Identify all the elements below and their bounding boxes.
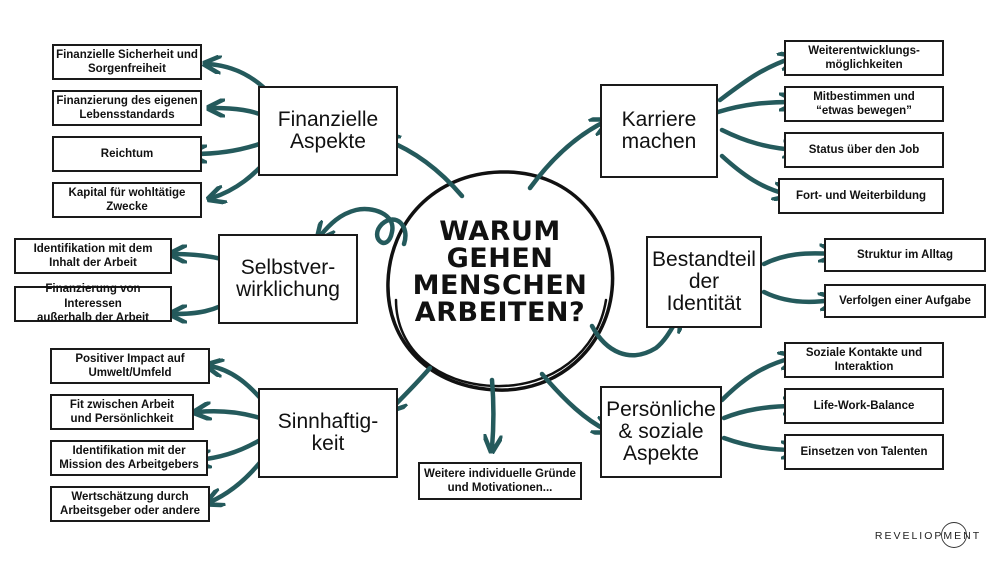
arrow-sinn-h4 — [210, 457, 265, 502]
item-verfolgen-aufgabe: Verfolgen einer Aufgabe — [824, 284, 986, 318]
item-s2-text: Finanzierung von Interessen außerhalb de… — [36, 283, 150, 325]
item-fort-weiterbildung: Fort- und Weiterbildung — [778, 178, 944, 214]
arrow-sinn-h2 — [198, 411, 263, 418]
item-identifikation-mission: Identifikation mit der Mission des Arbei… — [50, 440, 208, 476]
item-soziale-kontakte: Soziale Kontakte und Interaktion — [784, 342, 944, 378]
category-selbstverwirklichung: Selbstver- wirklichung — [218, 234, 358, 324]
category-finanzielle-label: Finanzielle Aspekte — [277, 107, 379, 153]
item-einsetzen-talente: Einsetzen von Talenten — [784, 434, 944, 470]
arrow-pers-p1 — [719, 358, 792, 403]
center-question: WARUM GEHEN MENSCHEN ARBEITEN? — [400, 218, 600, 326]
item-life-work-balance: Life-Work-Balance — [784, 388, 944, 424]
item-p2-text: Life-Work-Balance — [813, 399, 915, 412]
category-persoenlich-label: Persönliche & soziale Aspekte — [606, 397, 716, 466]
category-karriere-machen: Karriere machen — [600, 84, 718, 178]
item-h4-text: Wertschätzung durch Arbeitsgeber oder an… — [60, 490, 200, 517]
arrow-center-weitere — [492, 377, 494, 448]
arrow-center-selbst — [320, 206, 408, 247]
item-kapital-wohltaetige-zwecke: Kapital für wohltätige Zwecke — [52, 182, 202, 218]
item-f3-text: Reichtum — [100, 147, 154, 160]
category-persoenliche-soziale-aspekte: Persönliche & soziale Aspekte — [600, 386, 722, 478]
item-k2-text: Mitbestimmen und “etwas bewegen” — [813, 90, 915, 117]
item-f4-text: Kapital für wohltätige Zwecke — [68, 186, 186, 213]
item-p3-text: Einsetzen von Talenten — [800, 445, 928, 458]
item-finanzierung-lebensstandard: Finanzierung des eigenen Lebensstandards — [52, 90, 202, 126]
item-fit-arbeit-persoenlichkeit: Fit zwischen Arbeit und Persönlichkeit — [50, 394, 194, 430]
item-weiterentwicklung: Weiterentwicklungs- möglichkeiten — [784, 40, 944, 76]
logo-text: REVELIOPMENT — [875, 530, 981, 542]
center-circle — [386, 170, 615, 392]
item-identifikation-inhalt: Identifikation mit dem Inhalt der Arbeit — [14, 238, 172, 274]
item-finanzielle-sicherheit: Finanzielle Sicherheit und Sorgenfreihei… — [52, 44, 202, 80]
category-karriere-label: Karriere machen — [621, 107, 697, 153]
center-question-text: WARUM GEHEN MENSCHEN ARBEITEN? — [412, 216, 588, 328]
item-h1-text: Positiver Impact auf Umwelt/Umfeld — [75, 352, 185, 379]
item-mitbestimmen: Mitbestimmen und “etwas bewegen” — [784, 86, 944, 122]
arrow-center-persoenlich — [539, 371, 606, 430]
item-w1-text: Weitere individuelle Gründe und Motivati… — [424, 467, 576, 494]
arrow-ident-i1 — [761, 253, 832, 267]
arrow-sinn-h1 — [210, 366, 265, 403]
arrow-karriere-k1 — [717, 58, 792, 103]
arrow-karriere-k2 — [715, 102, 792, 115]
item-k1-text: Weiterentwicklungs- möglichkeiten — [808, 44, 920, 71]
item-positiver-impact: Positiver Impact auf Umwelt/Umfeld — [50, 348, 210, 384]
logo-circle-icon — [941, 522, 967, 548]
item-k4-text: Fort- und Weiterbildung — [795, 189, 927, 202]
item-i1-text: Struktur im Alltag — [856, 248, 954, 261]
item-reichtum: Reichtum — [52, 136, 202, 172]
arrow-karriere-k4 — [719, 153, 786, 194]
arrow-center-identitaet — [589, 318, 678, 358]
category-sinn-label: Sinnhaftig- keit — [277, 409, 379, 455]
item-f2-text: Finanzierung des eigenen Lebensstandards — [56, 94, 198, 121]
item-h3-text: Identifikation mit der Mission des Arbei… — [59, 444, 199, 471]
item-f1-text: Finanzielle Sicherheit und Sorgenfreihei… — [56, 48, 198, 75]
arrow-ident-i2 — [761, 289, 832, 302]
category-bestandteil-identitaet: Bestandteil der Identität — [646, 236, 762, 328]
item-s1-text: Identifikation mit dem Inhalt der Arbeit — [33, 242, 153, 269]
category-selbst-label: Selbstver- wirklichung — [236, 255, 340, 301]
item-status-job: Status über den Job — [784, 132, 944, 168]
category-finanzielle-aspekte: Finanzielle Aspekte — [258, 86, 398, 176]
reveliopment-logo: REVELIOPMENT — [875, 522, 981, 548]
item-weitere-gruende: Weitere individuelle Gründe und Motivati… — [418, 462, 582, 500]
item-p1-text: Soziale Kontakte und Interaktion — [805, 346, 923, 373]
item-finanzierung-interessen: Finanzierung von Interessen außerhalb de… — [14, 283, 172, 324]
item-i2-text: Verfolgen einer Aufgabe — [839, 294, 971, 307]
item-h2-text: Fit zwischen Arbeit und Persönlichkeit — [69, 398, 175, 425]
item-wertschaetzung: Wertschätzung durch Arbeitsgeber oder an… — [50, 486, 210, 522]
item-k3-text: Status über den Job — [808, 143, 920, 156]
arrow-center-karriere — [527, 122, 604, 191]
category-identitaet-label: Bestandteil der Identität — [652, 247, 756, 316]
category-sinnhaftigkeit: Sinnhaftig- keit — [258, 388, 398, 478]
item-struktur-alltag: Struktur im Alltag — [824, 238, 986, 272]
